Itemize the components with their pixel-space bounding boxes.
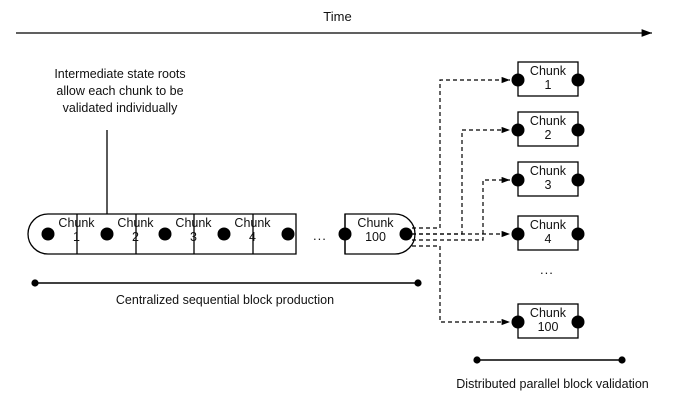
sequential-production-caption: Centralized sequential block production	[115, 293, 335, 307]
validation-box-100-name: Chunk	[529, 306, 567, 320]
validation-box-4-name: Chunk	[529, 218, 567, 232]
validation-ellipsis: ...	[540, 262, 554, 277]
validation-box-3-number: 3	[544, 178, 552, 192]
validation-box-2-name: Chunk	[529, 114, 567, 128]
validation-box-1: Chunk 1	[518, 64, 578, 92]
validation-box-4-number: 4	[544, 232, 552, 246]
chain-cell-2-name: Chunk	[117, 216, 154, 230]
connector-to-chunk-1	[412, 76, 510, 229]
validation-box-1-name: Chunk	[529, 64, 567, 78]
parallel-span-line	[473, 356, 626, 364]
intermediate-state-roots-annotation: Intermediate state roots allow each chun…	[54, 67, 186, 115]
validation-box-3-name: Chunk	[529, 164, 567, 178]
validation-box-3: Chunk 3	[518, 164, 578, 192]
validation-dashed-connectors	[412, 76, 510, 326]
chain-cell-3-number: 3	[190, 230, 197, 244]
validation-box-2: Chunk 2	[518, 114, 578, 142]
chain-cell-2-number: 2	[132, 230, 139, 244]
validation-box-2-number: 2	[544, 128, 552, 142]
chain-cell-4: Chunk 4	[224, 216, 281, 244]
chain-ellipsis: ...	[313, 228, 327, 243]
chain-cell-3-name: Chunk	[175, 216, 212, 230]
time-axis-label: Time	[323, 9, 352, 24]
chain-cell-2: Chunk 2	[107, 216, 164, 244]
chain-cell-1: Chunk 1	[48, 216, 105, 244]
chain-cell-4-number: 4	[249, 230, 256, 244]
validation-box-4: Chunk 4	[518, 218, 578, 246]
chain-tail-cell: Chunk 100	[347, 216, 404, 244]
connector-to-chunk-100	[412, 245, 510, 326]
validation-box-1-number: 1	[544, 78, 552, 92]
validation-box-100-number: 100	[537, 320, 559, 334]
connector-to-chunk-3	[412, 176, 510, 241]
chain-cell-1-name: Chunk	[58, 216, 95, 230]
chain-tail-cell-name: Chunk	[357, 216, 394, 230]
chain-cell-1-number: 1	[73, 230, 80, 244]
chain-cell-4-name: Chunk	[234, 216, 271, 230]
sequential-span-line	[31, 279, 422, 287]
connector-to-chunk-2	[412, 126, 510, 235]
parallel-validation-caption: Distributed parallel block validation	[456, 377, 649, 391]
chain-cell-3: Chunk 3	[165, 216, 222, 244]
validation-boxes	[511, 61, 585, 339]
chain-tail-cell-number: 100	[365, 230, 386, 244]
validation-box-100: Chunk 100	[518, 306, 578, 334]
